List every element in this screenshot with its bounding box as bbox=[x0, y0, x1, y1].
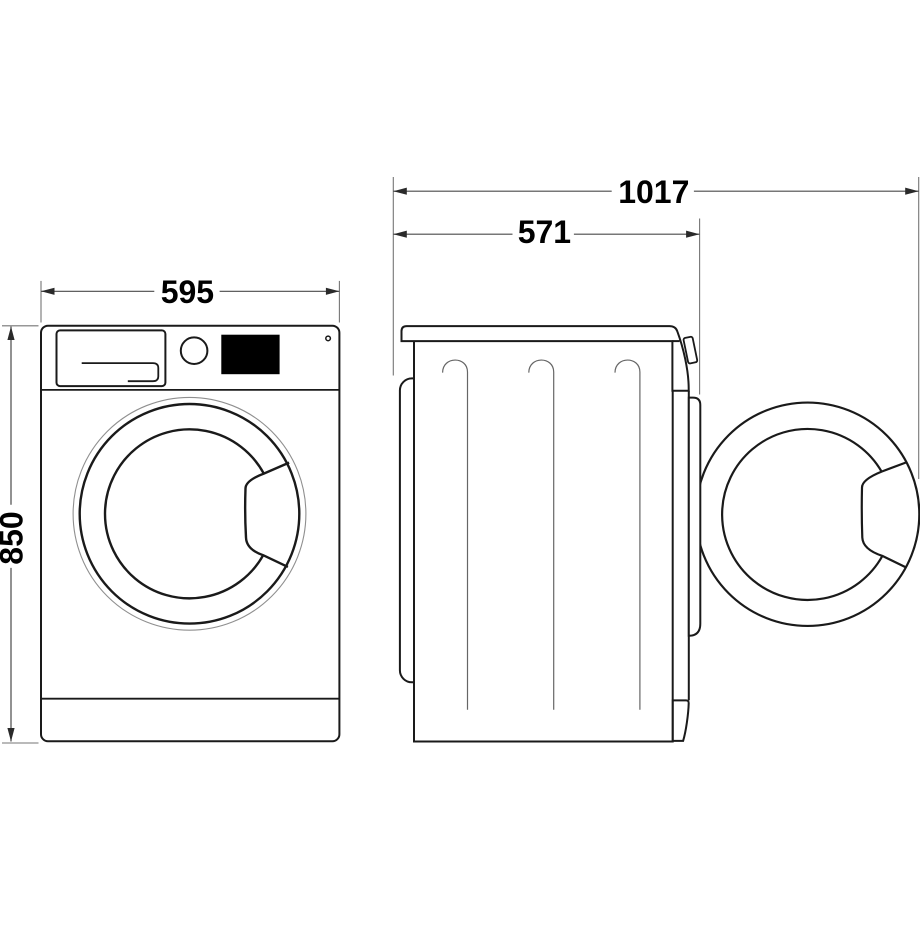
svg-text:850: 850 bbox=[0, 511, 29, 564]
svg-text:571: 571 bbox=[518, 214, 571, 250]
svg-text:1017: 1017 bbox=[618, 174, 689, 210]
svg-text:595: 595 bbox=[161, 274, 214, 310]
